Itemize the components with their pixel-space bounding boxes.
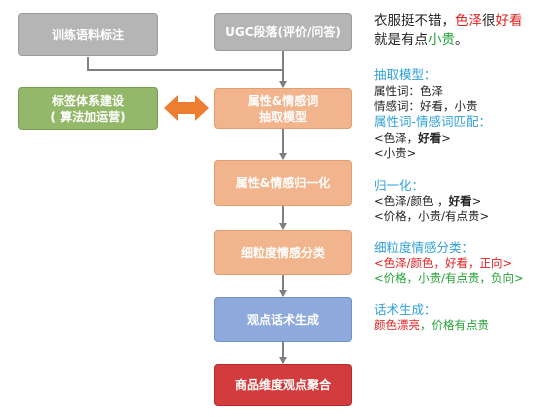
fine-line-negative: <价格，小贵/有点贵，负向> — [374, 271, 524, 285]
normalize-line-1: <色泽/颜色 ，好看> — [374, 194, 481, 209]
example-attr: 色泽 — [455, 13, 482, 29]
fine-line-positive: <色泽/颜色，好看，正向> — [374, 256, 513, 270]
corpus-to-extract-line — [87, 57, 283, 71]
normalize-box: 属性&情感归一化 — [214, 160, 352, 206]
double-arrow — [164, 95, 209, 121]
match-header: 属性词-情感词匹配： — [374, 114, 492, 129]
normalize-text: <色泽/颜色 ， — [374, 194, 449, 208]
tag-system-label: 标签体系建设 — [51, 93, 124, 108]
normalize-header: 归一化： — [374, 178, 425, 193]
pair-text: <色泽， — [374, 131, 419, 145]
corpus-annotation-label: 训练语料标注 — [51, 27, 124, 42]
ugc-label: UGC段落(评价/问答) — [225, 25, 341, 39]
ugc-box: UGC段落(评价/问答) — [214, 13, 352, 51]
corpus-annotation-box: 训练语料标注 — [18, 13, 158, 56]
fine-header: 细粒度情感分类： — [374, 240, 475, 255]
extract-model-label: 属性&情感词 — [247, 93, 319, 108]
example-negative: 小贵 — [428, 32, 455, 48]
fine-sentiment-box: 细粒度情感分类 — [214, 230, 352, 275]
example-text: 很 — [482, 13, 496, 29]
extract-model-box: 属性&情感词 抽取模型 — [214, 88, 352, 129]
example-text: 衣服挺不错， — [374, 13, 455, 29]
example-text: 。 — [455, 32, 469, 48]
gen-positive: 颜色漂亮 — [374, 318, 420, 332]
extract-emotion: 情感词：好看，小贵 — [374, 99, 478, 113]
example-review-line2: 就是有点小贵。 — [374, 31, 469, 50]
extract-model-sublabel: 抽取模型 — [258, 109, 307, 124]
extract-attr: 属性词：色泽 — [374, 84, 443, 98]
gen-line: 颜色漂亮，价格有点贵 — [374, 318, 489, 333]
match-pair-1: <色泽，好看> — [374, 131, 451, 146]
match-pair-2: <小贵> — [374, 146, 417, 160]
extract-header: 抽取模型： — [374, 67, 437, 82]
normalize-emotion: 好看 — [448, 194, 472, 208]
tag-system-sublabel: ( 算法加运营) — [50, 109, 126, 124]
example-text: 就是有点 — [374, 32, 428, 48]
normalize-text: > — [471, 194, 482, 208]
normalize-line-2: <价格，小贵/有点贵> — [374, 209, 490, 223]
normalize-label: 属性&情感归一化 — [235, 176, 331, 190]
aggregate-label: 商品维度观点聚合 — [234, 378, 331, 392]
generate-box: 观点话术生成 — [214, 297, 352, 342]
pair-emotion: 好看 — [418, 131, 442, 145]
pair-text: > — [441, 131, 451, 145]
gen-negative: ，价格有点贵 — [420, 318, 489, 332]
example-review-line1: 衣服挺不错，色泽很好看 — [374, 12, 523, 31]
generate-label: 观点话术生成 — [246, 312, 319, 327]
fine-sentiment-label: 细粒度情感分类 — [240, 245, 325, 260]
tag-system-box: 标签体系建设 ( 算法加运营) — [18, 87, 158, 130]
gen-header: 话术生成： — [374, 302, 437, 317]
aggregate-box: 商品维度观点聚合 — [214, 364, 352, 406]
example-positive: 好看 — [495, 13, 523, 29]
